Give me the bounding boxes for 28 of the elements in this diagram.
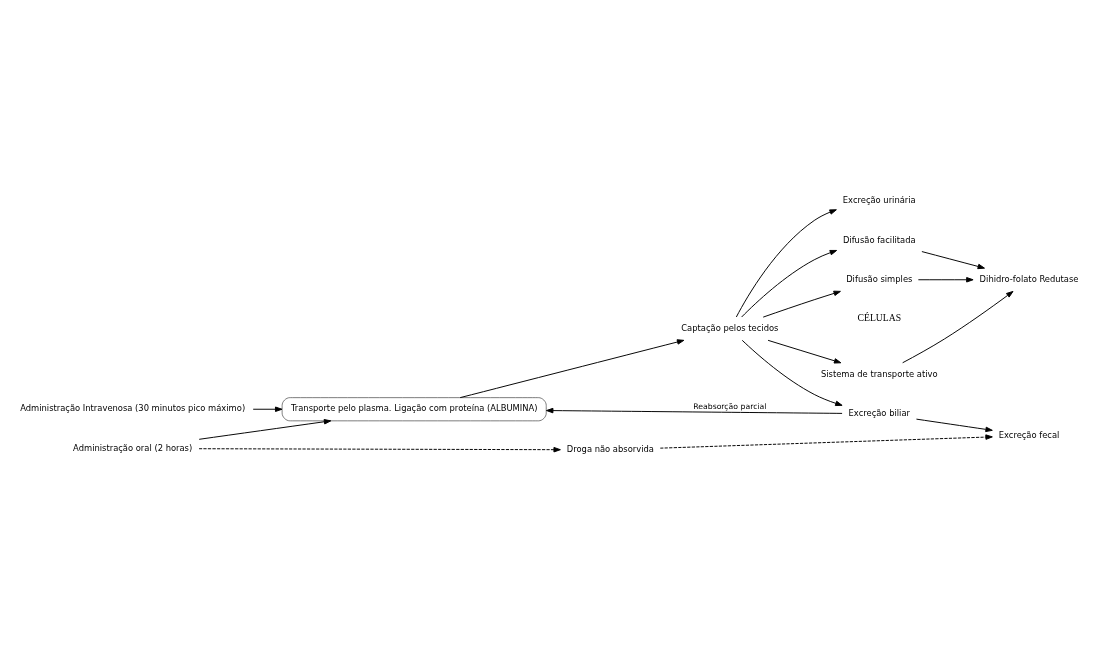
arrow	[735, 208, 837, 317]
node-text: Excreção fecal	[998, 429, 1060, 440]
arrow	[767, 339, 842, 364]
arrow	[198, 446, 561, 452]
arrow	[252, 406, 283, 412]
node-text: Excreção biliar	[848, 407, 910, 418]
arrow	[198, 418, 332, 440]
node-text: Sistema de transporte ativo	[820, 368, 938, 379]
arrow	[459, 338, 685, 398]
arrow	[741, 249, 838, 318]
arrow	[921, 250, 985, 269]
arrow	[762, 290, 841, 318]
node-text: Difusão simples	[846, 273, 913, 284]
node-text: Dihidro-folato Redutase	[979, 273, 1079, 284]
arrow	[915, 418, 993, 432]
arrow	[902, 290, 1014, 363]
node-text: Difusão facilitada	[842, 234, 916, 245]
arrow	[546, 407, 843, 414]
node-text: Administração oral (2 horas)	[73, 442, 193, 453]
arrow	[741, 339, 843, 406]
arrow	[917, 276, 974, 282]
node-box: Transporte pelo plasma. Ligação com proteína (ALBUMINA)	[281, 396, 547, 421]
label: CÉLULAS	[857, 311, 902, 323]
node-text: Excreção urinária	[842, 194, 916, 205]
arrow	[659, 433, 993, 449]
node-text: Captação pelos tecidos	[681, 322, 779, 333]
node-text: Droga não absorvida	[566, 443, 654, 454]
node-text: Administração Intravenosa (30 minutos pico máximo)	[20, 402, 246, 413]
